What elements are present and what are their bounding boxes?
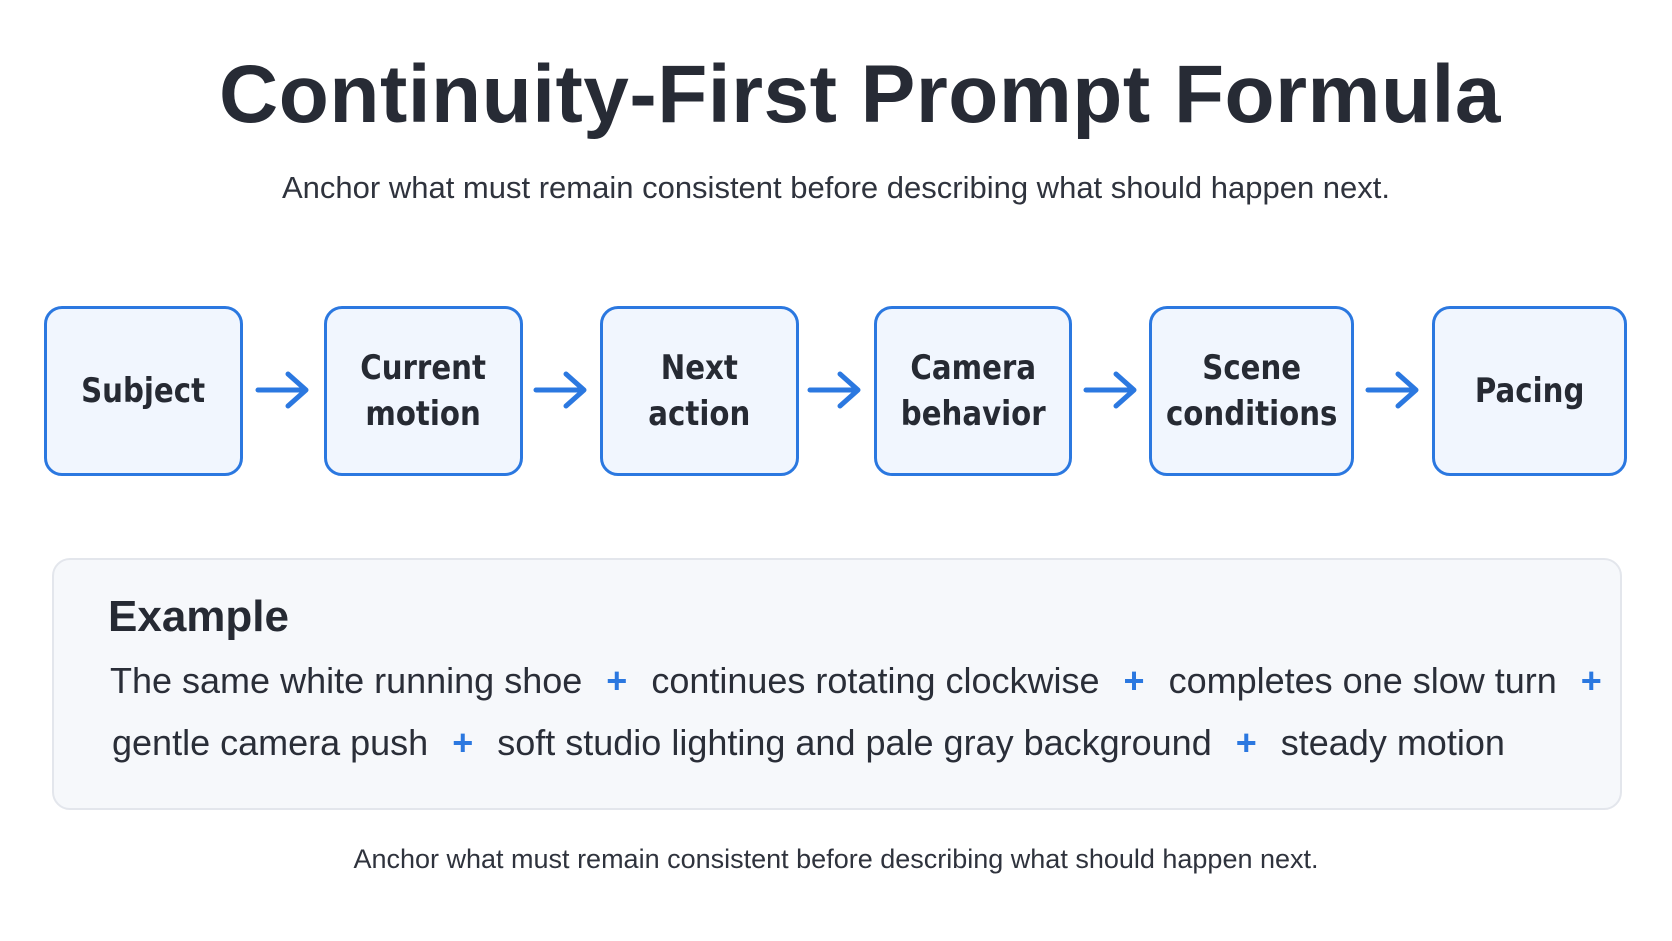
plus-icon: +	[1580, 660, 1602, 701]
arrow-right-icon	[533, 371, 587, 409]
step-next-action: Next action	[600, 306, 799, 476]
step-camera-behavior: Camera behavior	[874, 306, 1072, 476]
example-part: The same white running shoe	[110, 660, 583, 701]
subtitle: Anchor what must remain consistent befor…	[281, 170, 1391, 205]
example-heading: Example	[108, 592, 289, 641]
example-part: steady motion	[1280, 722, 1505, 763]
step-label: Current motion	[360, 348, 487, 434]
step-label: Pacing	[1474, 371, 1585, 411]
arrow-right-icon	[807, 371, 861, 409]
step-current-motion: Current motion	[324, 306, 523, 476]
example-part: gentle camera push	[112, 722, 429, 763]
example-card: Example The same white running shoe + co…	[52, 558, 1622, 810]
step-scene-conditions: Scene conditions	[1149, 306, 1354, 476]
plus-icon: +	[1235, 722, 1257, 763]
step-label: Next action	[648, 348, 751, 434]
footer-note: Anchor what must remain consistent befor…	[353, 844, 1319, 874]
example-line-1: The same white running shoe + continues …	[110, 660, 1602, 702]
plus-icon: +	[452, 722, 474, 763]
example-line-2: gentle camera push + soft studio lightin…	[112, 722, 1505, 764]
step-label: Camera behavior	[900, 348, 1046, 434]
arrow-right-icon	[255, 371, 309, 409]
example-part: soft studio lighting and pale gray backg…	[497, 722, 1212, 763]
step-label: Scene conditions	[1165, 348, 1338, 434]
arrow-right-icon	[1365, 371, 1419, 409]
step-label: Subject	[81, 371, 206, 411]
formula-flow: Subject Current motion Next action Camer…	[0, 306, 1672, 480]
example-part: completes one slow turn	[1168, 660, 1557, 701]
step-pacing: Pacing	[1432, 306, 1627, 476]
arrow-right-icon	[1083, 371, 1137, 409]
page-title: Continuity-First Prompt Formula	[219, 49, 1501, 140]
plus-icon: +	[1123, 660, 1145, 701]
example-part: continues rotating clockwise	[651, 660, 1100, 701]
step-subject: Subject	[44, 306, 243, 476]
plus-icon: +	[606, 660, 628, 701]
